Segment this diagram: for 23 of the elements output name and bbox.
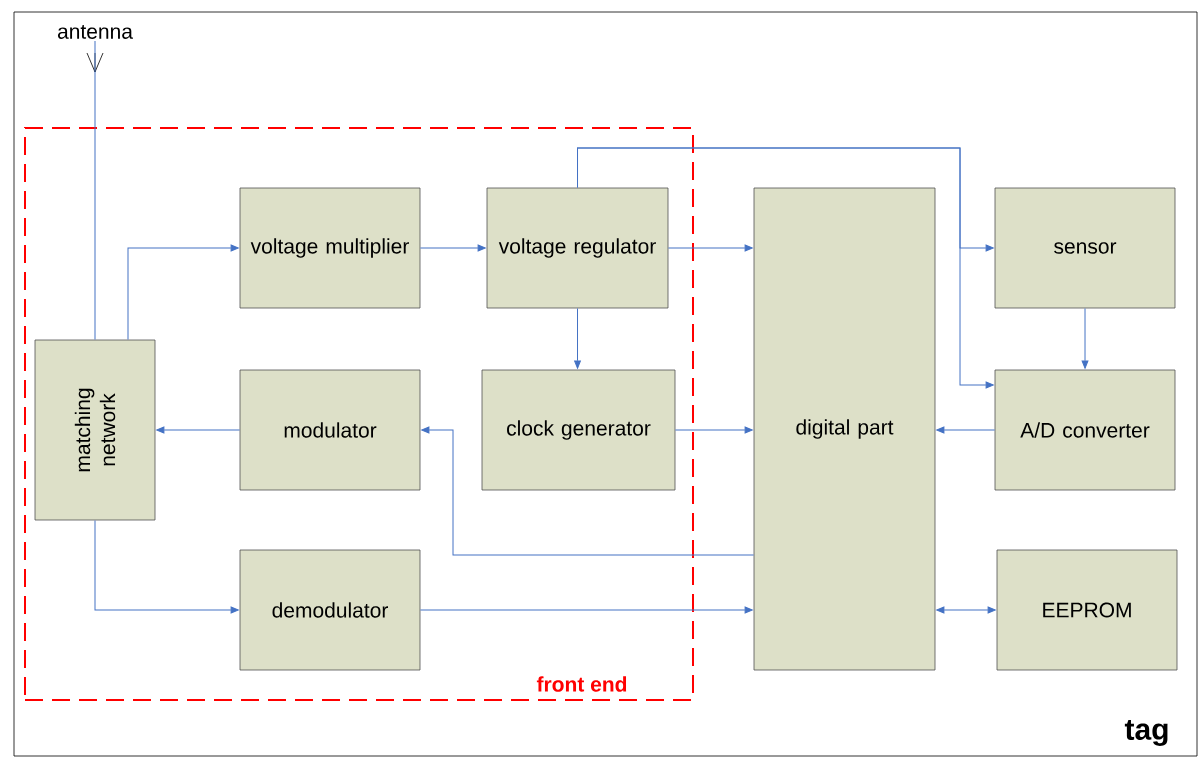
arrow [936, 606, 996, 614]
arrow [1081, 307, 1089, 369]
arrow [419, 244, 486, 252]
arrow [421, 426, 755, 556]
arrow [94, 519, 239, 614]
block-box: A/D converter [994, 369, 1176, 491]
block-box: sensor [994, 187, 1176, 309]
arrow [127, 244, 239, 341]
block-box: EEPROM [996, 549, 1178, 671]
block-box: demodulator [239, 549, 421, 671]
block-box: matching network [34, 339, 156, 521]
arrow [674, 426, 753, 434]
arrow [577, 147, 994, 389]
block-box: modulator [239, 369, 421, 491]
arrow [574, 307, 581, 369]
arrow [936, 426, 996, 434]
block-box: voltage multiplier [239, 187, 421, 309]
arrow [419, 606, 753, 614]
block-box: voltage regulator [486, 187, 669, 309]
arrow [667, 244, 753, 252]
block-box: digital part [753, 187, 936, 671]
arrow [156, 426, 241, 434]
block-box: clock generator [481, 369, 676, 491]
